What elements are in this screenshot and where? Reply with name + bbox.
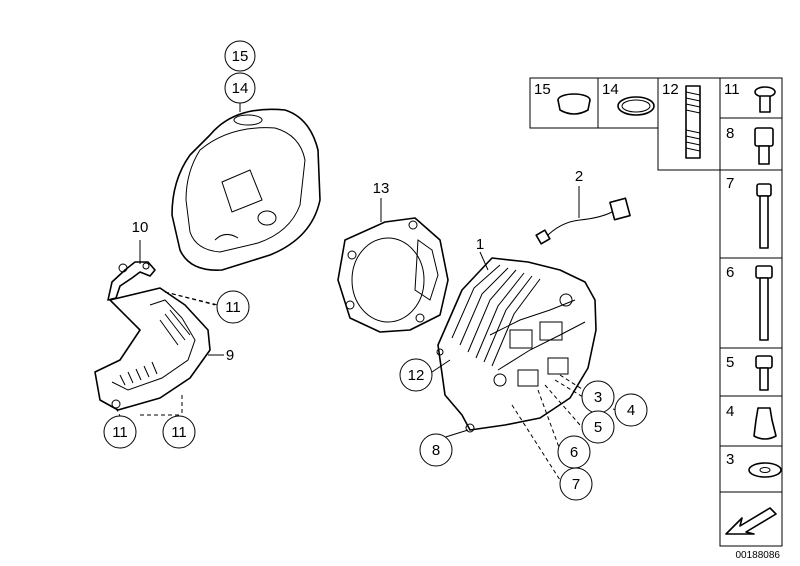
cylinder-head-gasket [337,217,449,333]
callout-10: 10 [132,219,149,236]
callouts: 15 14 10 11 9 11 11 13 1 2 12 8 3 4 5 6 … [103,40,648,501]
svg-text:10: 10 [132,219,149,236]
part-icon-4 [753,407,777,440]
callout-11-b: 11 [103,415,137,449]
cylinder-head [436,257,597,433]
callout-15: 15 [224,40,256,72]
svg-text:4: 4 [627,402,635,419]
spring-clip [107,261,156,301]
callout-14: 14 [224,72,256,104]
svg-text:11: 11 [171,424,187,441]
part-icon-3 [748,462,782,478]
callout-9: 9 [226,347,234,364]
callout-5: 5 [581,410,615,444]
legend-label-11: 11 [724,81,740,98]
legend-label-8: 8 [726,125,734,142]
legend-cell-7 [719,169,783,259]
callout-1: 1 [476,236,484,253]
direction-arrow-icon [725,507,777,535]
svg-text:11: 11 [225,299,241,316]
valve-cover [171,108,321,271]
callout-4: 4 [614,393,648,427]
temperature-sensor [535,197,631,245]
part-icon-12 [685,85,701,159]
callout-8: 8 [419,433,453,467]
part-icon-8 [754,127,774,165]
legend-label-7: 7 [726,175,734,192]
parts-legend: 15 14 12 11 8 7 6 5 4 3 [529,77,783,547]
svg-text:12: 12 [408,367,425,384]
callout-11-a: 11 [216,290,250,324]
legend-label-14: 14 [602,81,619,98]
reference-number: 00188086 [736,550,781,561]
part-icon-15 [557,93,591,115]
callout-11-c: 11 [162,415,196,449]
svg-text:9: 9 [226,347,234,364]
callout-6: 6 [557,435,591,469]
part-icon-6 [755,265,773,341]
svg-text:8: 8 [432,442,440,459]
part-icon-7 [756,183,772,249]
callout-7: 7 [559,467,593,501]
svg-text:14: 14 [232,80,249,97]
legend-label-15: 15 [534,81,551,98]
svg-text:5: 5 [594,419,602,436]
part-icon-14 [617,96,655,116]
callout-3: 3 [581,380,615,414]
svg-text:1: 1 [476,236,484,253]
svg-text:3: 3 [594,389,602,406]
svg-text:15: 15 [232,48,249,65]
svg-text:2: 2 [575,168,583,185]
callout-2: 2 [575,168,583,185]
legend-label-6: 6 [726,264,734,281]
legend-label-12: 12 [662,81,679,98]
leader-lines [115,100,616,481]
svg-text:11: 11 [112,424,128,441]
svg-text:6: 6 [570,444,578,461]
callout-13: 13 [373,180,390,197]
svg-text:13: 13 [373,180,390,197]
svg-text:7: 7 [572,476,580,493]
part-icon-5 [755,355,773,391]
legend-label-5: 5 [726,354,734,371]
legend-label-3: 3 [726,451,734,468]
cylinder-guard [94,287,211,411]
part-icon-11 [754,86,776,113]
legend-label-4: 4 [726,403,734,420]
callout-12: 12 [399,358,433,392]
